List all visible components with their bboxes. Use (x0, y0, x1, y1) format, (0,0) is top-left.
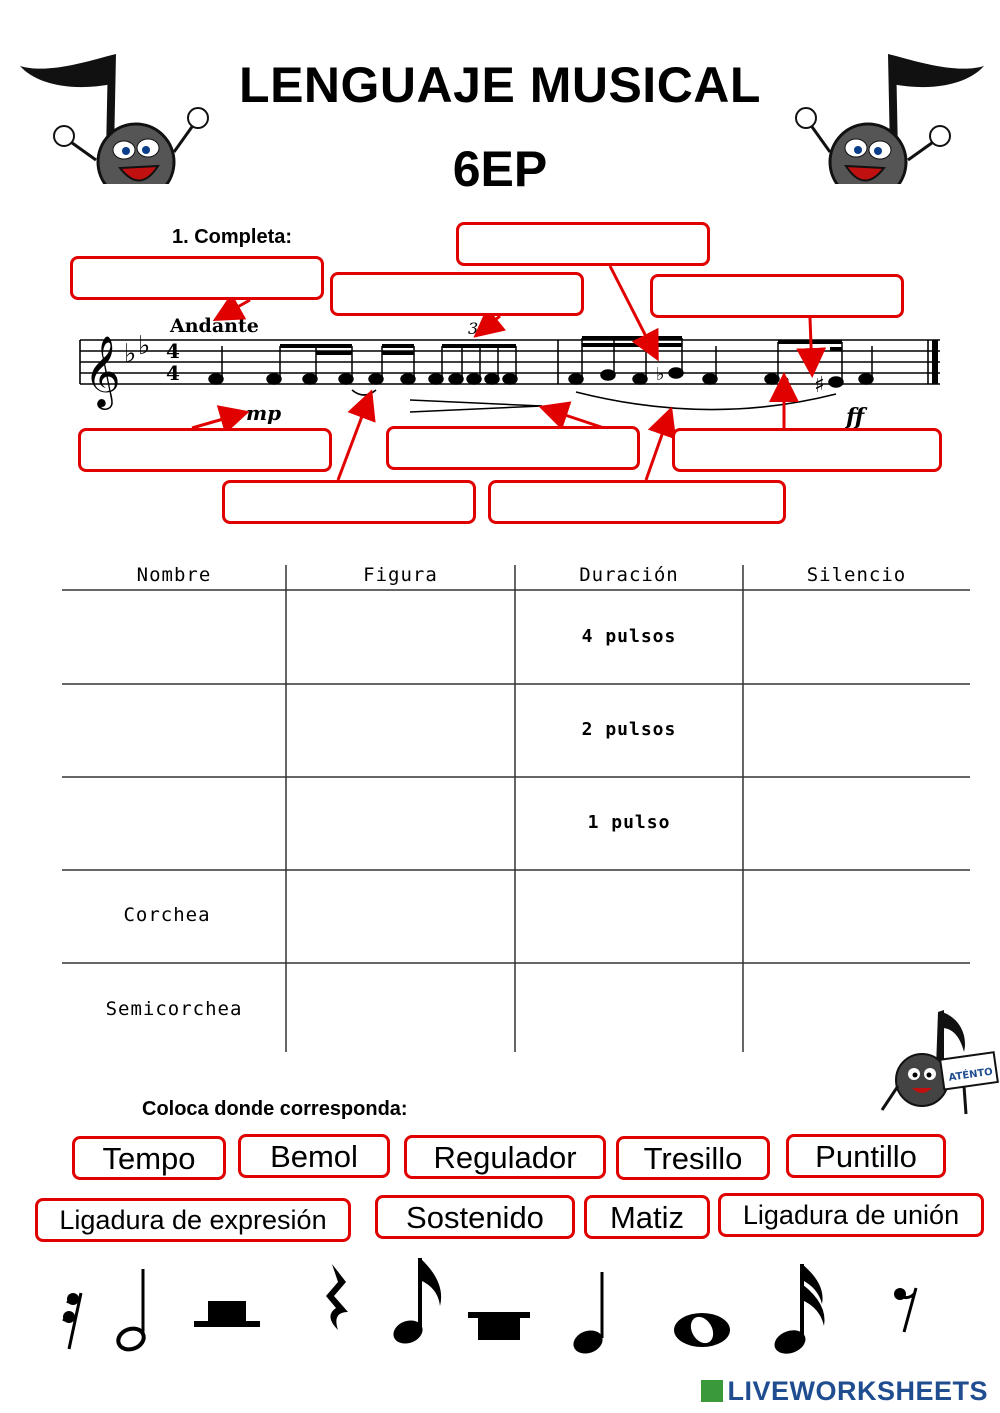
dynamic-ff: ff (844, 404, 868, 430)
answer-arrows (191, 265, 827, 481)
liveworksheets-logo-icon (701, 1380, 724, 1402)
table-cell-duracion: 4 pulsos (581, 626, 677, 647)
flat-key-icon: ♭ (124, 339, 136, 369)
answer-box-flat[interactable] (456, 222, 710, 266)
brand-text: LIVEWORKSHEETS (727, 1376, 988, 1406)
music-note-mascot-left-icon (20, 54, 209, 184)
whole-note-icon[interactable] (666, 1304, 738, 1356)
word-matiz[interactable]: Matiz (584, 1195, 710, 1239)
time-signature-bottom: 4 (166, 361, 180, 385)
answer-box-tie[interactable] (222, 480, 476, 524)
table-drop-figura[interactable] (290, 595, 510, 679)
atento-mascot-icon: ATÉNTO (880, 1010, 999, 1115)
answer-box-dynamic[interactable] (78, 428, 332, 472)
word-ligadura-expresion[interactable]: Ligadura de expresión (35, 1198, 351, 1242)
liveworksheets-logo: LIVEWORKSHEETS (701, 1376, 988, 1407)
table-cell-nombre: Semicorchea (105, 998, 243, 1020)
answer-box-slur[interactable] (488, 480, 786, 524)
answer-box-dot[interactable] (672, 428, 942, 472)
sharp-icon: ♯ (814, 373, 825, 398)
exercise-2-label: Coloca donde corresponda: (142, 1098, 408, 1120)
eighth-rest-icon[interactable] (886, 1280, 926, 1340)
word-puntillo[interactable]: Puntillo (786, 1134, 946, 1178)
svg-text:♭: ♭ (138, 331, 150, 361)
eighth-note-icon[interactable] (384, 1252, 454, 1352)
music-note-mascot-right-icon (795, 54, 984, 184)
sixteenth-note-icon[interactable] (766, 1258, 844, 1362)
dynamic-mp: mp (246, 401, 281, 425)
music-score: 𝄞 ♭ ♭ 4 4 Andante 3 mp ff ♭ ♯ (79, 315, 940, 430)
tuplet-number: 3 (468, 319, 478, 338)
svg-text:♭: ♭ (656, 364, 665, 385)
table-header-nombre: Nombre (136, 564, 212, 586)
word-tresillo[interactable]: Tresillo (616, 1136, 770, 1180)
sixteenth-rest-icon[interactable] (48, 1272, 94, 1362)
quarter-rest-icon[interactable] (316, 1258, 362, 1348)
answer-box-tempo[interactable] (70, 256, 324, 300)
quarter-note-icon[interactable] (562, 1266, 618, 1362)
table-drop-silencio[interactable] (748, 595, 966, 679)
table-header-silencio: Silencio (806, 564, 907, 586)
word-ligadura-union[interactable]: Ligadura de unión (718, 1193, 984, 1237)
table-header-duracion: Duración (579, 564, 679, 586)
table-cell-duracion: 2 pulsos (581, 719, 677, 740)
table-cell-nombre: Corchea (123, 904, 211, 926)
exercise-1-label: 1. Completa: (172, 226, 293, 248)
word-sostenido[interactable]: Sostenido (375, 1195, 575, 1239)
table-header-figura: Figura (363, 564, 438, 586)
time-signature-top: 4 (166, 339, 180, 363)
treble-clef-icon: 𝄞 (84, 334, 121, 410)
page-subtitle: 6EP (452, 141, 548, 197)
slur-arc (575, 391, 837, 411)
table-grid (62, 565, 970, 1052)
word-bemol[interactable]: Bemol (238, 1134, 390, 1178)
page-title: LENGUAJE MUSICAL (239, 57, 761, 113)
answer-box-regulator[interactable] (386, 426, 640, 470)
half-note-icon[interactable] (104, 1262, 156, 1358)
table-drop-nombre[interactable] (66, 595, 282, 679)
word-tempo[interactable]: Tempo (72, 1136, 226, 1180)
whole-rest-icon[interactable] (464, 1304, 534, 1348)
half-rest-icon[interactable] (190, 1290, 264, 1340)
answer-box-sharp[interactable] (650, 274, 904, 318)
answer-box-tuplet[interactable] (330, 272, 584, 316)
word-regulador[interactable]: Regulador (404, 1135, 606, 1179)
table-cell-duracion: 1 pulso (587, 812, 671, 833)
